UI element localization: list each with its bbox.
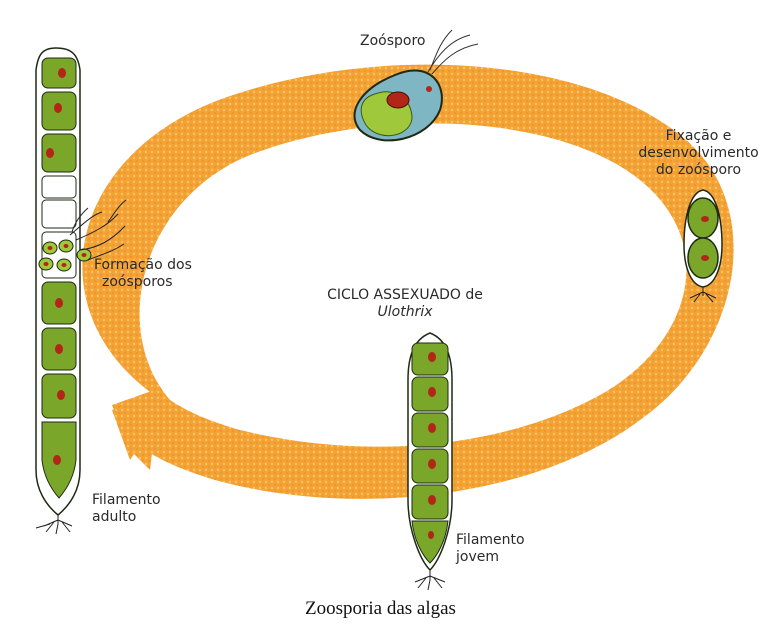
release-nucleus-1 [48,246,53,250]
adult-nucleus-6 [57,390,65,400]
fixation-nucleus-2 [701,255,709,261]
adult-empty-cell-2 [42,200,76,228]
young-rhizoids [415,570,445,590]
adult-nucleus-5 [55,344,63,354]
young-nucleus-5 [428,495,436,505]
zoospore-nucleus [387,92,409,108]
label-formacao-line2: zoósporos [94,274,192,291]
young-nucleus-2 [428,387,436,397]
release-nucleus-4 [62,263,67,267]
adult-rhizoids [36,515,72,534]
label-filamento-jovem: Filamento jovem [456,532,525,566]
label-filamento-adulto-line1: Filamento [92,492,161,509]
release-nucleus-2 [64,244,69,248]
release-cell [42,232,76,278]
label-fixacao-line3: do zoósporo [636,162,761,179]
label-formacao: Formação dos zoósporos [94,257,192,291]
diagram-title-line2: Ulothrix [320,304,490,321]
adult-nucleus-7 [53,455,61,465]
young-nucleus-4 [428,459,436,469]
adult-nucleus-3 [46,148,54,158]
fixation-nucleus-1 [701,216,709,222]
label-fixacao-line2: desenvolvimento [636,145,761,162]
label-fixacao: Fixação e desenvolvimento do zoósporo [636,128,761,179]
adult-nucleus-2 [54,103,62,113]
figure-caption: Zoosporia das algas [0,598,761,620]
young-nucleus-1 [428,352,436,362]
label-zoosporo: Zoósporo [360,33,425,50]
adult-nucleus-4 [55,298,63,308]
eyespot [426,86,432,92]
release-nucleus-3 [44,262,49,266]
young-nucleus-3 [428,423,436,433]
adult-nucleus-1 [58,68,66,78]
diagram-title-line1: CICLO ASSEXUADO de [320,287,490,304]
label-filamento-adulto: Filamento adulto [92,492,161,526]
release-nucleus-5 [82,253,87,257]
label-filamento-jovem-line2: jovem [456,549,525,566]
label-filamento-adulto-line2: adulto [92,509,161,526]
label-fixacao-line1: Fixação e [636,128,761,145]
adult-empty-cell-1 [42,176,76,198]
label-filamento-jovem-line1: Filamento [456,532,525,549]
young-filament [408,333,452,590]
diagram-title: CICLO ASSEXUADO de Ulothrix [320,287,490,321]
label-formacao-line1: Formação dos [94,257,192,274]
young-nucleus-6 [428,531,434,539]
young-cell-6 [412,521,448,563]
